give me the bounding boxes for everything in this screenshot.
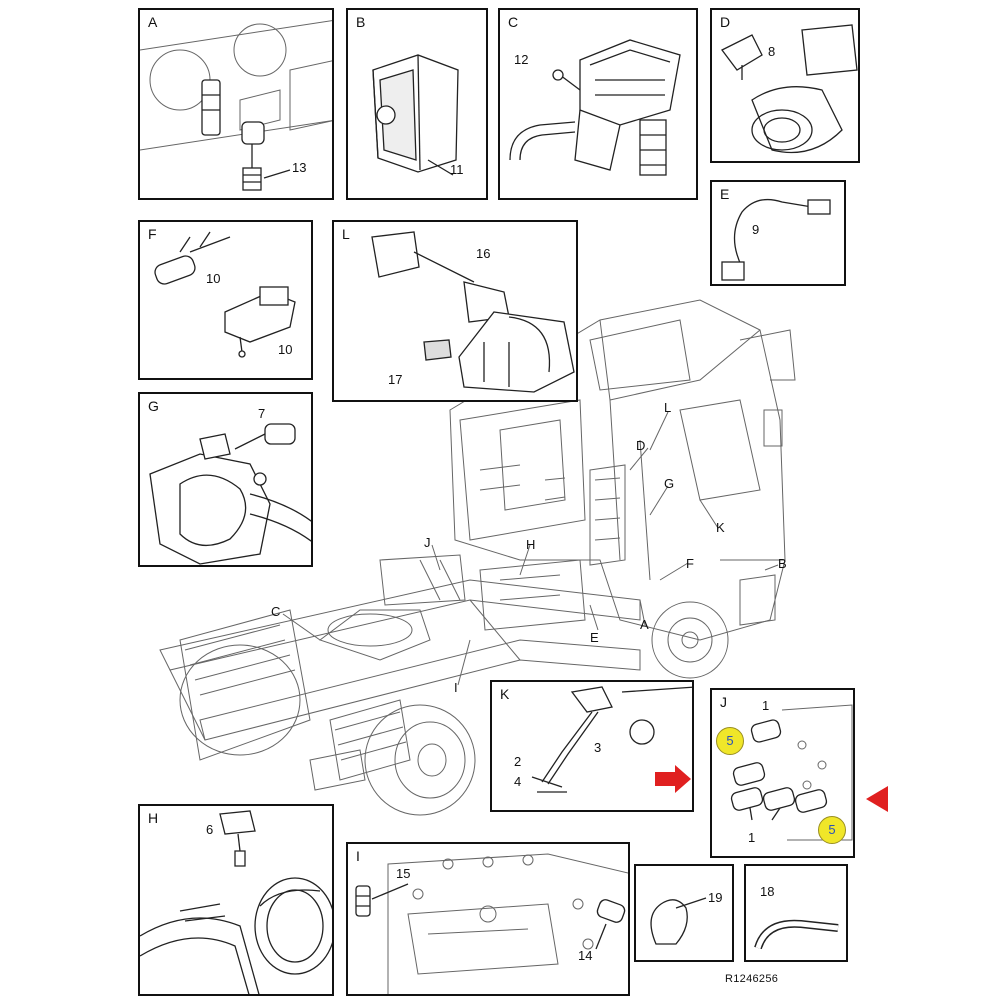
callout-11: 11 <box>450 162 464 177</box>
panel-a-label: A <box>148 14 158 30</box>
callout-13: 13 <box>292 160 307 175</box>
callout-8: 8 <box>768 44 776 59</box>
panel-b: B 11 <box>346 8 488 200</box>
callout-1-top: 1 <box>762 698 770 713</box>
callout-10-top: 10 <box>206 271 221 286</box>
highlight-5-bottom: 5 <box>818 816 846 844</box>
panel-e-label: E <box>720 186 730 202</box>
panel-c: C 12 <box>498 8 698 200</box>
callout-6: 6 <box>206 822 214 837</box>
panel-18: 18 <box>744 864 848 962</box>
panel-i-label: I <box>356 848 360 864</box>
callout-15: 15 <box>396 866 411 881</box>
panel-l-label: L <box>342 226 350 242</box>
reference-number: R1246256 <box>725 973 779 985</box>
panel-h-label: H <box>148 810 159 826</box>
truck-label-i: I <box>454 680 458 695</box>
callout-7: 7 <box>258 406 266 421</box>
truck-label-b: B <box>778 556 787 571</box>
panel-i: I 15 14 <box>346 842 630 996</box>
panel-g-label: G <box>148 398 159 414</box>
truck-label-c: C <box>271 604 281 619</box>
callout-1-bottom: 1 <box>748 830 756 845</box>
callout-12: 12 <box>514 52 529 67</box>
callout-16: 16 <box>476 246 491 261</box>
callout-4: 4 <box>514 774 522 789</box>
panel-c-label: C <box>508 14 519 30</box>
panel-a: A 13 <box>138 8 334 200</box>
panel-d-label: D <box>720 14 731 30</box>
callout-10-bottom: 10 <box>278 342 293 357</box>
callout-14: 14 <box>578 948 593 963</box>
callout-19: 19 <box>708 890 723 905</box>
panel-h: H 6 <box>138 804 334 996</box>
panel-b-label: B <box>356 14 366 30</box>
red-triangle-left-icon <box>866 786 888 812</box>
truck-label-d: D <box>636 438 646 453</box>
panel-l: L 16 17 <box>332 220 578 402</box>
truck-label-k: K <box>716 520 725 535</box>
panel-19: 19 <box>634 864 734 962</box>
panel-f-label: F <box>148 226 157 242</box>
panel-g: G 7 <box>138 392 313 567</box>
panel-k: K 3 2 4 <box>490 680 694 812</box>
truck-label-h: H <box>526 537 536 552</box>
truck-label-l: L <box>664 400 672 415</box>
panel-k-label: K <box>500 686 510 702</box>
truck-label-g: G <box>664 476 675 491</box>
callout-3: 3 <box>594 740 602 755</box>
highlight-5-top: 5 <box>716 727 744 755</box>
red-arrow-right-icon <box>655 765 691 793</box>
panel-f: F 10 10 <box>138 220 313 380</box>
callout-17: 17 <box>388 372 403 387</box>
panel-j-label: J <box>720 694 727 710</box>
callout-18: 18 <box>760 884 775 899</box>
panel-d: D 8 <box>710 8 860 163</box>
callout-9: 9 <box>752 222 760 237</box>
truck-label-a: A <box>640 617 649 632</box>
callout-2: 2 <box>514 754 522 769</box>
truck-label-f: F <box>686 556 694 571</box>
panel-e: E 9 <box>710 180 846 286</box>
truck-label-e: E <box>590 630 599 645</box>
truck-label-j: J <box>424 535 431 550</box>
